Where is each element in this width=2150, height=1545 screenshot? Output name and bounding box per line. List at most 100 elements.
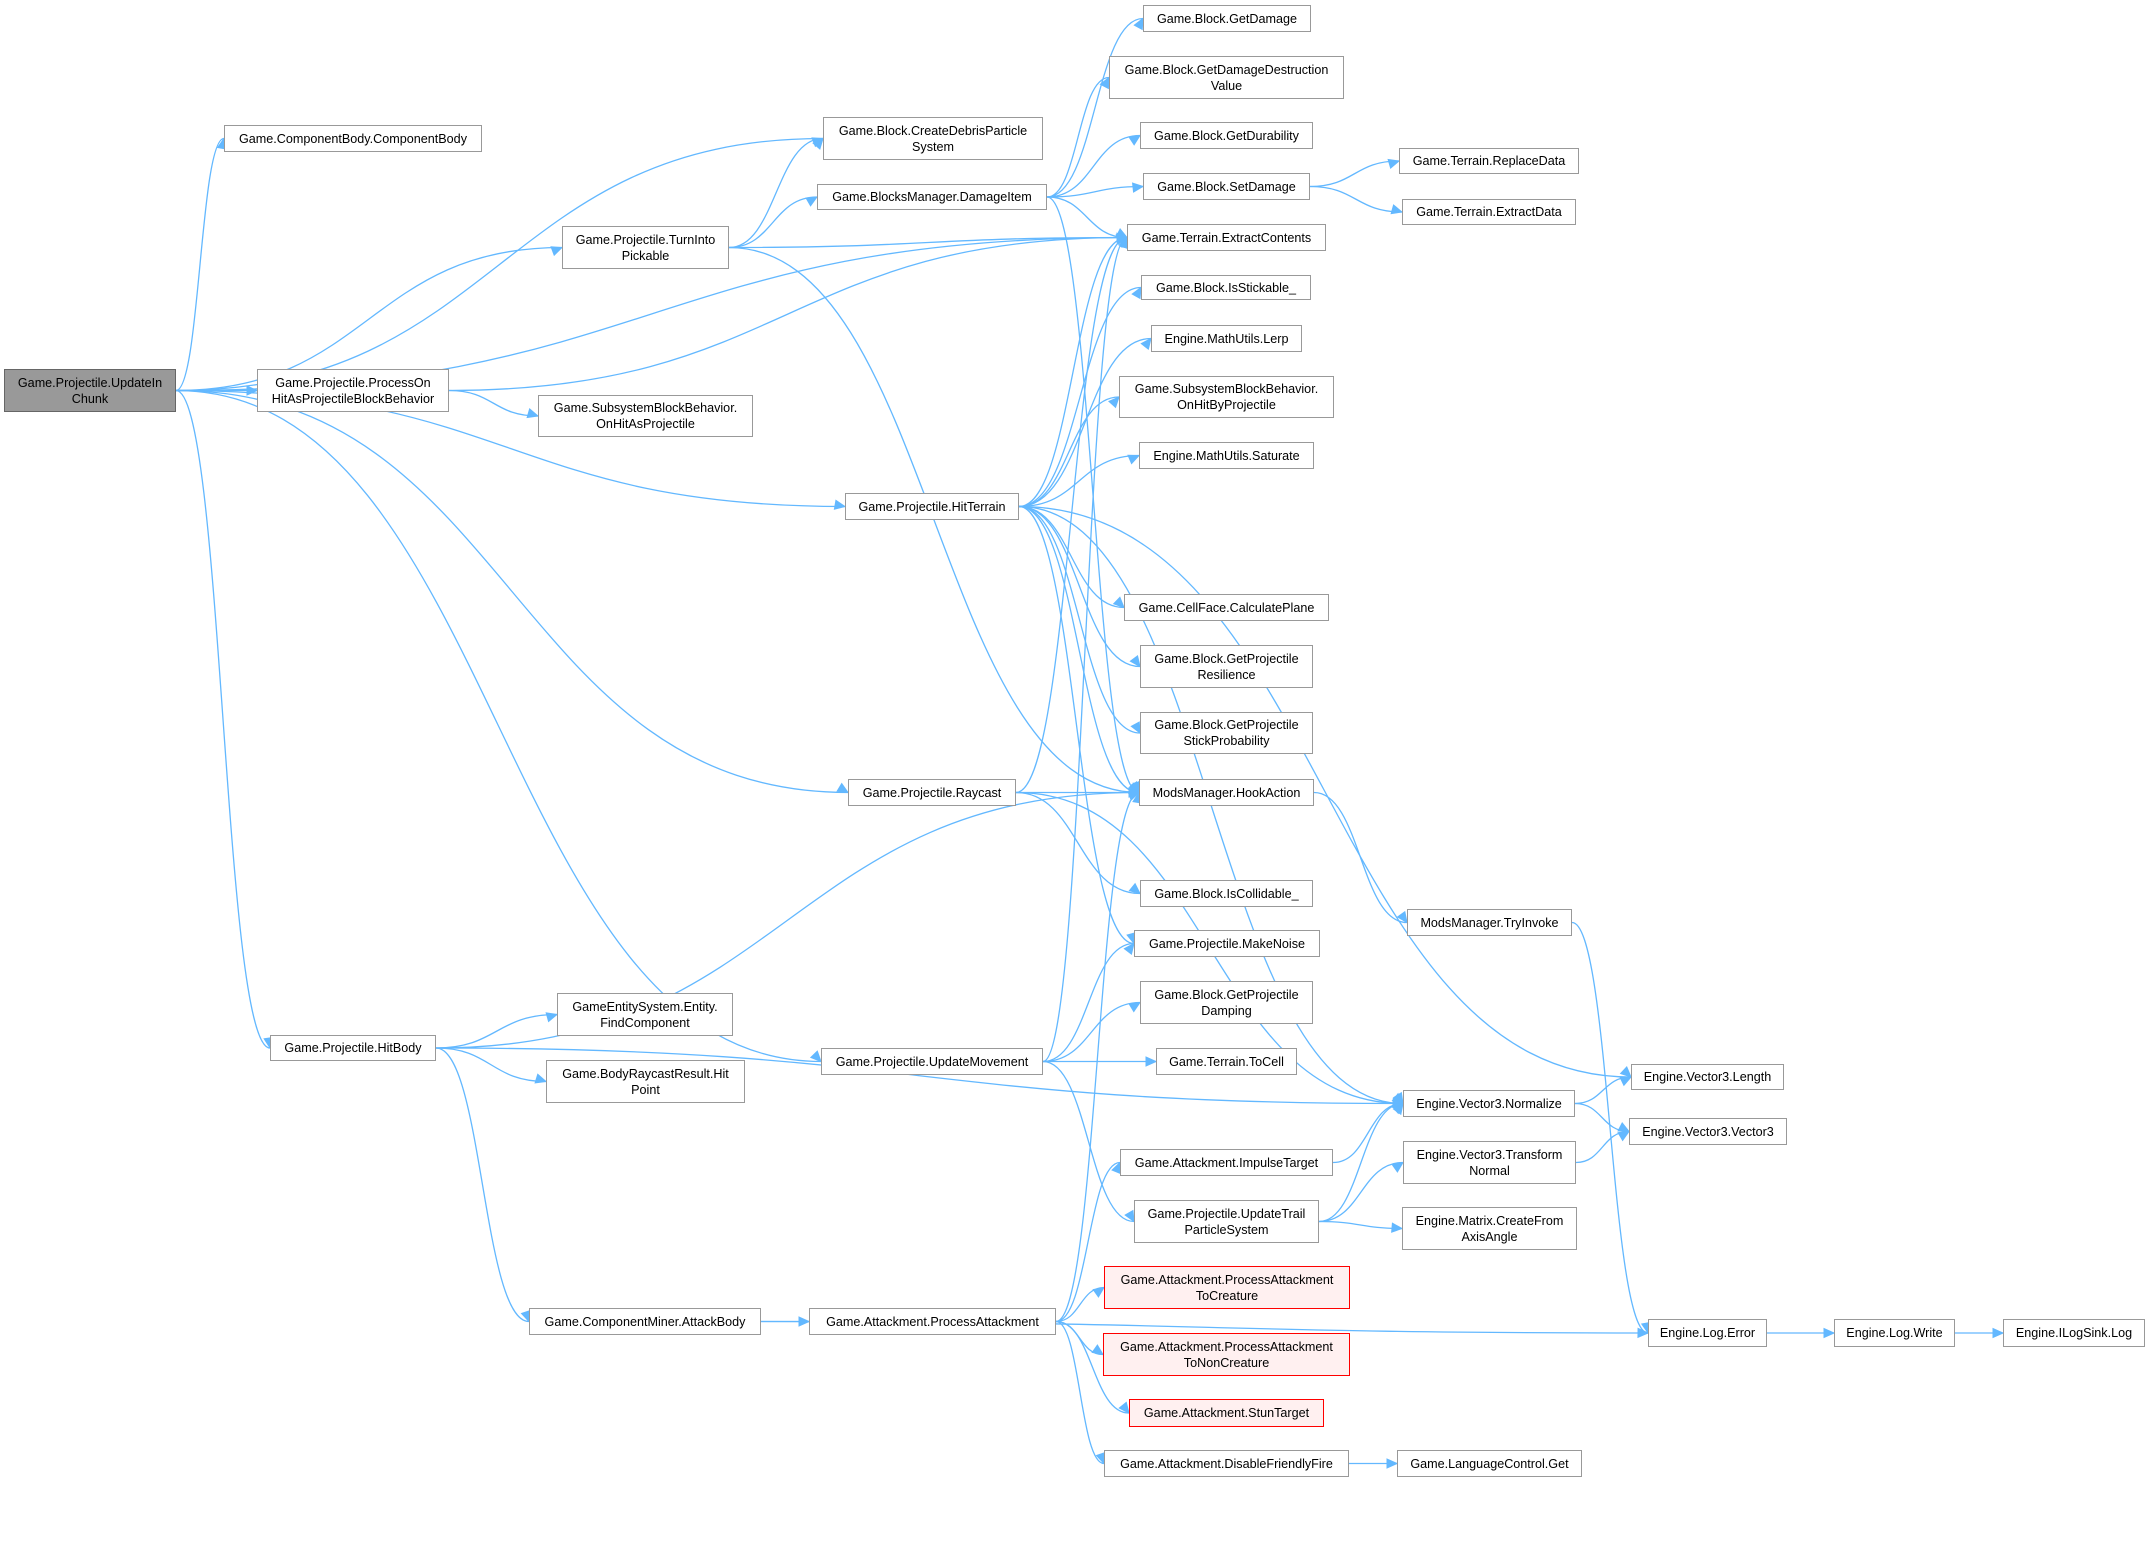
node-game-componentminer-attackbody[interactable]: Game.ComponentMiner.AttackBody: [529, 1308, 761, 1335]
node-engine-mathutils-lerp[interactable]: Engine.MathUtils.Lerp: [1151, 325, 1302, 352]
node-game-block-setdamage[interactable]: Game.Block.SetDamage: [1143, 173, 1310, 200]
node-game-block-getprojectiledamping[interactable]: Game.Block.GetProjectile Damping: [1140, 981, 1313, 1024]
node-game-projectile-makenoise[interactable]: Game.Projectile.MakeNoise: [1134, 930, 1320, 957]
node-game-attackment-processattackment[interactable]: Game.Attackment.ProcessAttackment: [809, 1308, 1056, 1335]
node-game-projectile-updatetrailparticlesystem[interactable]: Game.Projectile.UpdateTrail ParticleSyst…: [1134, 1200, 1319, 1243]
node-game-terrain-tocell[interactable]: Game.Terrain.ToCell: [1156, 1048, 1297, 1075]
edge-game-projectile-updatemovement-to-game-block-getprojectiledamping: [1042, 1001, 1141, 1063]
node-game-attackment-impulsetarget[interactable]: Game.Attackment.ImpulseTarget: [1120, 1149, 1333, 1176]
arrowhead-icon: [1390, 204, 1404, 215]
edge-game-projectile-hitbody-to-modsmanager-hookaction: [435, 791, 1140, 1049]
edge-game-projectile-hitbody-to-gameentitysystem-entity-findcomponent: [435, 1013, 558, 1049]
node-game-projectile-hitterrain[interactable]: Game.Projectile.HitTerrain: [845, 493, 1019, 520]
edge-game-projectile-updatetrailparticlesystem-to-engine-matrix-createfromaxisangle: [1318, 1220, 1403, 1230]
arrowhead-icon: [545, 1012, 559, 1023]
node-gameentitysystem-entity-findcomponent[interactable]: GameEntitySystem.Entity. FindComponent: [557, 993, 733, 1036]
node-game-block-getprojectilestickprobability[interactable]: Game.Block.GetProjectile StickProbabilit…: [1140, 712, 1313, 754]
edge-game-projectile-hitterrain-to-game-block-getprojectileresilience: [1018, 505, 1141, 668]
edge-game-blocksmanager-damageitem-to-game-block-getdamage: [1046, 17, 1144, 198]
node-game-projectile-raycast[interactable]: Game.Projectile.Raycast: [848, 779, 1016, 806]
arrowhead-icon: [1099, 76, 1110, 90]
arrowhead-icon: [1128, 882, 1141, 895]
edge-game-projectile-updateinchunk-to-game-projectile-turnintopickable: [175, 246, 563, 392]
arrowhead-icon: [1123, 942, 1135, 956]
node-game-projectile-hitbody[interactable]: Game.Projectile.HitBody: [270, 1035, 436, 1061]
node-game-subsystemblockbehavior-onhitbyprojectile[interactable]: Game.SubsystemBlockBehavior. OnHitByProj…: [1119, 376, 1334, 418]
node-engine-log-write[interactable]: Engine.Log.Write: [1834, 1319, 1955, 1347]
edge-game-attackment-impulsetarget-to-engine-vector3-normalize: [1332, 1102, 1404, 1164]
arrowhead-icon: [1387, 158, 1401, 169]
arrowhead-icon: [1092, 1286, 1105, 1298]
node-game-terrain-extractcontents[interactable]: Game.Terrain.ExtractContents: [1127, 224, 1326, 251]
node-game-componentbody-componentbody[interactable]: Game.ComponentBody.ComponentBody: [224, 125, 482, 152]
arrowhead-icon: [833, 499, 847, 510]
node-game-attackment-processattackmenttocreature[interactable]: Game.Attackment.ProcessAttackment ToCrea…: [1104, 1266, 1350, 1309]
node-game-projectile-turnintopickable[interactable]: Game.Projectile.TurnInto Pickable: [562, 226, 729, 269]
node-game-attackment-processattackmenttononcreature[interactable]: Game.Attackment.ProcessAttackment ToNonC…: [1103, 1333, 1350, 1376]
node-game-subsystemblockbehavior-onhitasprojectile[interactable]: Game.SubsystemBlockBehavior. OnHitAsProj…: [538, 395, 753, 437]
arrowhead-icon: [1619, 1065, 1632, 1078]
edge-game-projectile-updateinchunk-to-game-componentbody-componentbody: [175, 137, 225, 392]
node-engine-vector3-vector3[interactable]: Engine.Vector3.Vector3: [1629, 1118, 1787, 1145]
node-game-blocksmanager-damageitem[interactable]: Game.BlocksManager.DamageItem: [817, 184, 1047, 210]
arrowhead-icon: [1131, 286, 1142, 300]
node-engine-ilogsink-log[interactable]: Engine.ILogSink.Log: [2003, 1319, 2145, 1347]
edge-game-block-setdamage-to-game-terrain-replacedata: [1309, 160, 1400, 188]
arrowhead-icon: [1133, 17, 1144, 31]
node-engine-vector3-normalize[interactable]: Engine.Vector3.Normalize: [1403, 1090, 1575, 1117]
node-game-block-getdamagedestructionvalue[interactable]: Game.Block.GetDamageDestruction Value: [1109, 56, 1344, 99]
node-engine-matrix-createfromaxisangle[interactable]: Engine.Matrix.CreateFrom AxisAngle: [1402, 1207, 1577, 1250]
arrowhead-icon: [1396, 910, 1408, 924]
node-modsmanager-tryinvoke[interactable]: ModsManager.TryInvoke: [1407, 909, 1572, 936]
edge-game-projectile-updateinchunk-to-game-projectile-updatemovement: [175, 389, 822, 1063]
edge-game-projectile-hitbody-to-game-componentminer-attackbody: [435, 1047, 530, 1323]
arrowhead-icon: [1127, 454, 1141, 465]
node-modsmanager-hookaction[interactable]: ModsManager.HookAction: [1139, 779, 1314, 806]
edge-game-projectile-updatemovement-to-game-projectile-makenoise: [1042, 942, 1135, 1063]
node-game-projectile-processonhitasprojectileblockbehavior[interactable]: Game.Projectile.ProcessOn HitAsProjectil…: [257, 369, 449, 412]
edge-game-attackment-processattackment-to-modsmanager-hookaction: [1055, 791, 1140, 1323]
edge-game-projectile-hitterrain-to-game-block-isstickable: [1018, 286, 1142, 508]
node-game-terrain-extractdata[interactable]: Game.Terrain.ExtractData: [1402, 199, 1576, 225]
node-engine-vector3-transformnormal[interactable]: Engine.Vector3.Transform Normal: [1403, 1141, 1576, 1184]
node-game-block-iscollidable[interactable]: Game.Block.IsCollidable_: [1140, 880, 1313, 907]
edge-game-projectile-hitterrain-to-game-block-getprojectilestickprobability: [1018, 505, 1141, 734]
node-game-languagecontrol-get[interactable]: Game.LanguageControl.Get: [1397, 1450, 1582, 1477]
arrowhead-icon: [1112, 596, 1125, 609]
edge-game-projectile-hitterrain-to-engine-mathutils-lerp: [1018, 337, 1152, 508]
node-game-block-createdebrisparticlesystem[interactable]: Game.Block.CreateDebrisParticle System: [823, 117, 1043, 160]
arrowhead-icon: [1128, 134, 1142, 146]
node-game-block-getdurability[interactable]: Game.Block.GetDurability: [1140, 122, 1313, 149]
node-game-projectile-updatemovement[interactable]: Game.Projectile.UpdateMovement: [821, 1048, 1043, 1075]
arrowhead-icon: [534, 1073, 548, 1084]
arrowhead-icon: [1140, 337, 1152, 351]
arrowhead-icon: [836, 782, 850, 794]
edge-game-projectile-turnintopickable-to-modsmanager-hookaction: [728, 246, 1140, 794]
arrowhead-icon: [1619, 1076, 1633, 1087]
arrowhead-icon: [1392, 1102, 1404, 1116]
node-engine-vector3-length[interactable]: Engine.Vector3.Length: [1631, 1064, 1784, 1090]
edge-game-projectile-turnintopickable-to-game-blocksmanager-damageitem: [728, 196, 818, 249]
edge-game-projectile-updateinchunk-to-game-projectile-hitbody: [175, 389, 271, 1049]
edge-game-block-setdamage-to-game-terrain-extractdata: [1309, 185, 1403, 213]
arrowhead-icon: [1637, 1327, 1650, 1339]
edge-game-projectile-processonhitasprojectileblockbehavior-to-game-terrain-extractcontents: [448, 236, 1128, 392]
node-game-terrain-replacedata[interactable]: Game.Terrain.ReplaceData: [1399, 148, 1579, 174]
edge-game-attackment-processattackment-to-game-attackment-stuntarget: [1055, 1320, 1130, 1414]
node-engine-log-error[interactable]: Engine.Log.Error: [1648, 1319, 1767, 1347]
arrowhead-icon: [526, 408, 540, 419]
arrowhead-icon: [1131, 182, 1145, 193]
arrowhead-icon: [1386, 1458, 1399, 1469]
edge-game-projectile-hitterrain-to-modsmanager-hookaction: [1018, 505, 1140, 794]
node-game-bodyraycastresult-hitpoint[interactable]: Game.BodyRaycastResult.Hit Point: [546, 1060, 745, 1103]
node-game-block-getprojectileresilience[interactable]: Game.Block.GetProjectile Resilience: [1140, 645, 1313, 688]
node-engine-mathutils-saturate[interactable]: Engine.MathUtils.Saturate: [1139, 442, 1314, 469]
arrowhead-icon: [812, 137, 824, 150]
node-game-block-getdamage[interactable]: Game.Block.GetDamage: [1143, 5, 1311, 32]
node-game-attackment-disablefriendlyfire[interactable]: Game.Attackment.DisableFriendlyFire: [1104, 1450, 1349, 1477]
arrowhead-icon: [1391, 1161, 1404, 1173]
node-game-block-isstickable[interactable]: Game.Block.IsStickable_: [1141, 275, 1311, 300]
arrowhead-icon: [1823, 1327, 1836, 1339]
node-game-attackment-stuntarget[interactable]: Game.Attackment.StunTarget: [1129, 1399, 1324, 1427]
node-game-cellface-calculateplane[interactable]: Game.CellFace.CalculatePlane: [1124, 594, 1329, 621]
